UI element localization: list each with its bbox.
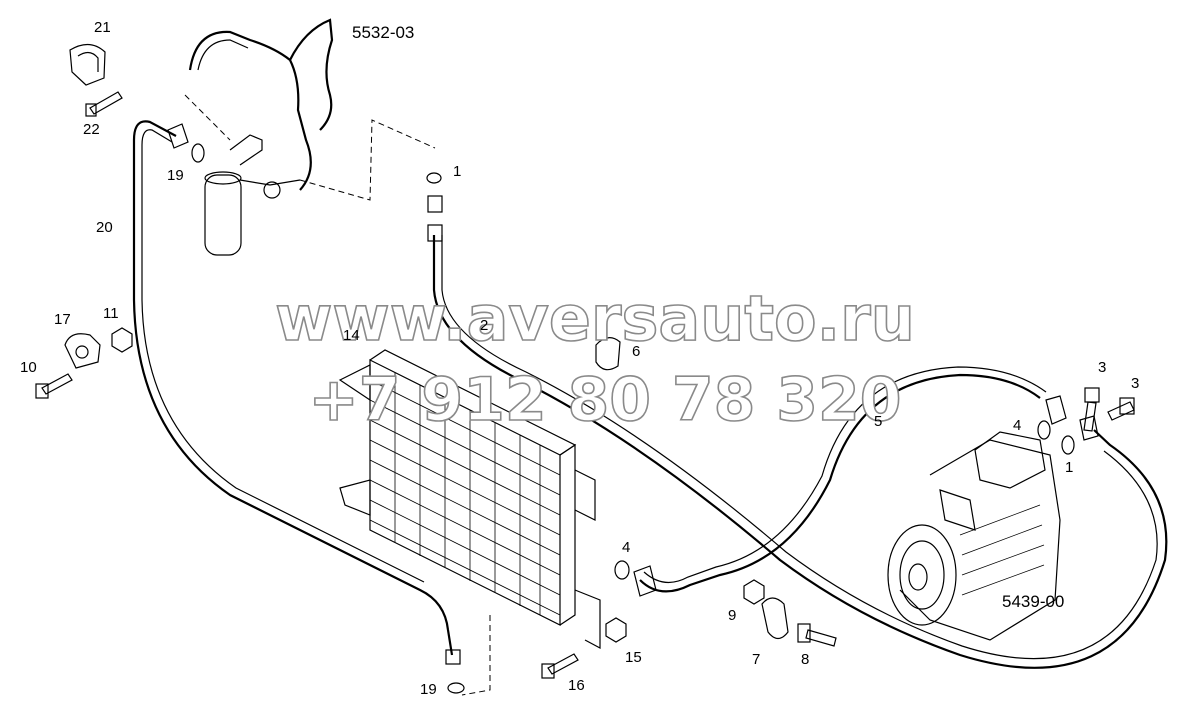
ref-label-5532-03: 5532-03 [352,23,414,42]
callout-1-compressor: 1 [1065,459,1073,476]
clamp-6 [595,337,621,371]
bolt-16 [541,653,579,679]
condenser-14 [338,349,601,649]
nut-11 [111,327,133,353]
callout-10: 10 [20,359,37,376]
nut-15 [605,617,627,643]
dash-leader-1 [184,94,231,141]
bolt-8 [797,623,837,647]
callout-20: 20 [96,219,113,236]
bolt-3-right [1107,397,1135,421]
hose-20 [132,120,454,656]
bolt-10 [35,373,73,399]
callout-2: 2 [480,317,488,334]
nut-9 [743,579,765,605]
washer-1-compressor [1061,415,1099,455]
washer-4-lower [614,560,657,597]
dash-leader-3 [461,615,491,696]
hose-2 [432,235,1168,669]
hose-2-inner [441,235,1158,660]
clamp-7 [761,597,789,640]
callout-15: 15 [625,649,642,666]
hose-5 [639,373,1041,593]
hose-20-inner [141,129,425,583]
callout-6: 6 [632,343,640,360]
callout-4-lower: 4 [622,539,630,556]
callout-4-compressor: 4 [1013,417,1021,434]
fitting-1-upper [426,172,443,242]
clamp-17 [64,333,101,369]
clamp-21 [69,43,106,86]
callout-14: 14 [343,327,360,344]
callout-22: 22 [83,121,100,138]
callout-19-lower: 19 [420,681,437,698]
fitting-19-lower [445,649,465,694]
watermark-url: www.aversauto.ru [275,282,915,355]
callout-11: 11 [103,305,119,322]
hose-5-inner [643,366,1047,583]
callout-17: 17 [54,311,71,328]
callout-1-upper: 1 [453,163,461,180]
fitting-19-upper [167,123,205,163]
bolt-22 [85,91,123,117]
ref-label-5439-00: 5439-00 [1002,592,1064,611]
receiver-drier-assembly [188,18,334,256]
callout-16: 16 [568,677,585,694]
callout-9: 9 [728,607,736,624]
callout-3-left: 3 [1098,359,1106,376]
washer-4-compressor [1037,395,1067,440]
dash-leader-2 [299,119,436,201]
callout-19-upper: 19 [167,167,184,184]
callout-3-right: 3 [1131,375,1139,392]
compressor-5439-00 [887,431,1061,641]
callout-7: 7 [752,651,760,668]
callout-8: 8 [801,651,809,668]
watermark-phone: +7 912 80 78 320 [308,365,901,435]
bolt-3-left [1083,387,1100,432]
callout-21: 21 [94,19,111,36]
callout-5: 5 [874,413,882,430]
